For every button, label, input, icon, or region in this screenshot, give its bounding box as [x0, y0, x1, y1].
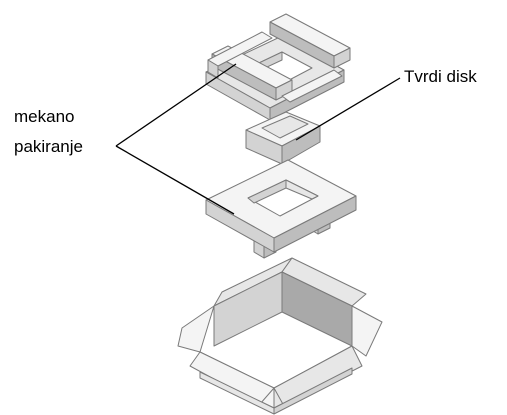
bottom-foam-insert [205, 159, 357, 259]
callout-leaders [115, 63, 401, 215]
leader-hard-disk [295, 77, 401, 141]
hard-drive-part [245, 111, 321, 165]
top-foam-insert [205, 13, 351, 121]
soft-packing-label-line2: pakiranje [14, 137, 83, 156]
shipping-box [177, 257, 383, 415]
soft-packing-label-line1: mekano [14, 107, 74, 126]
leader-soft-packing-bottom [115, 145, 235, 215]
hard-disk-label: Tvrdi disk [404, 67, 477, 86]
leader-soft-packing-top [115, 63, 237, 147]
